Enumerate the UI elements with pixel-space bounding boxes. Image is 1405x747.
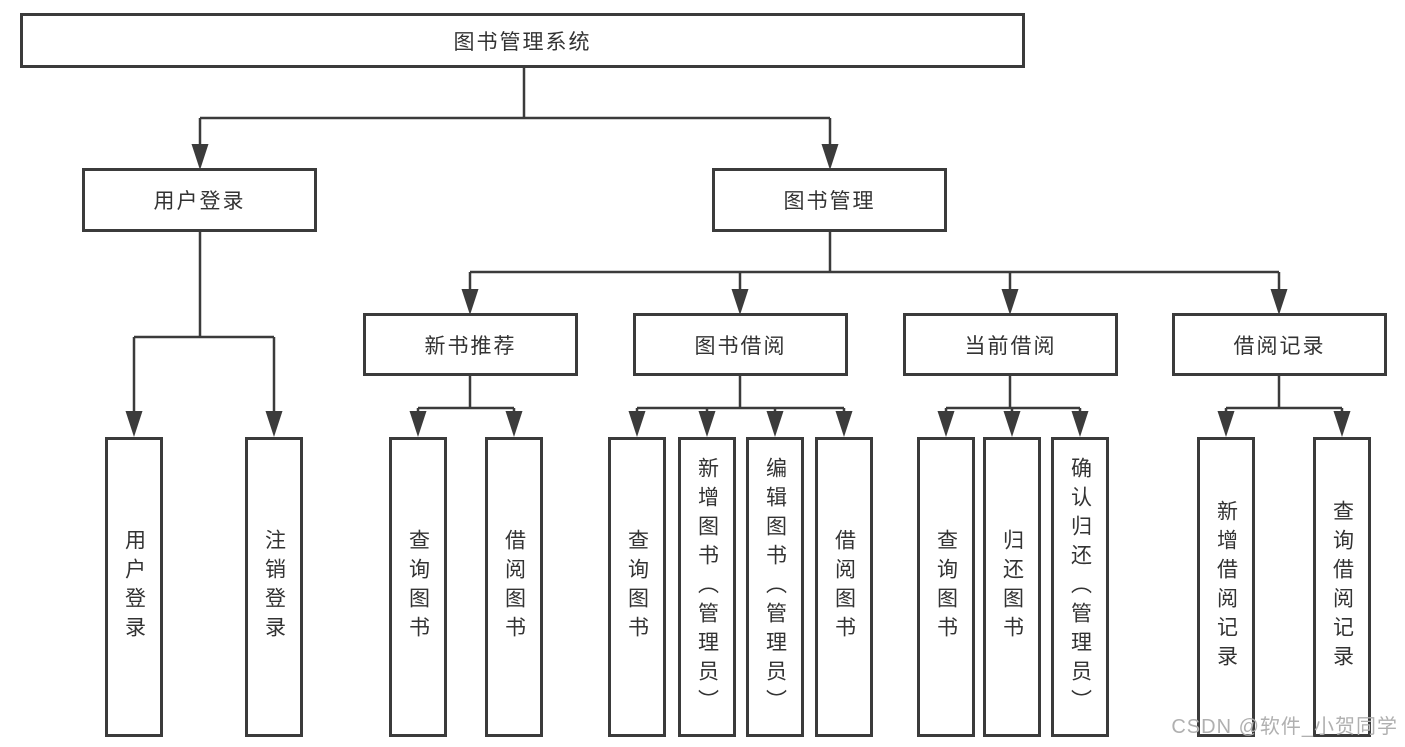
node-book-borrow: 图书借阅	[633, 313, 848, 376]
leaf-nbr-borrow-books: 借阅图书	[485, 437, 543, 737]
node-library-system: 图书管理系统	[20, 13, 1025, 68]
connector-line-group	[132, 68, 1344, 414]
node-user-login: 用户登录	[82, 168, 317, 232]
node-new-book-recommend: 新书推荐	[363, 313, 578, 376]
leaf-cb-return-books: 归还图书	[983, 437, 1041, 737]
leaf-bb-borrow-books: 借阅图书	[815, 437, 873, 737]
leaf-bb-add-books-admin-label: 新增图书（管理员）	[695, 456, 719, 718]
leaf-user-login-label: 用户登录	[122, 529, 146, 645]
leaf-br-query-record: 查询借阅记录	[1313, 437, 1371, 737]
arrowhead-icon	[1270, 289, 1288, 315]
leaf-cb-query-books-label: 查询图书	[934, 529, 958, 645]
leaf-br-add-record: 新增借阅记录	[1197, 437, 1255, 737]
leaf-cb-return-books-label: 归还图书	[1000, 529, 1024, 645]
arrowhead-icon	[1217, 411, 1235, 437]
leaf-cb-confirm-return-admin-label: 确认归还（管理员）	[1068, 456, 1092, 718]
leaf-br-query-record-label: 查询借阅记录	[1330, 500, 1354, 674]
node-book-borrow-label: 图书借阅	[694, 334, 787, 358]
arrowhead-group	[125, 144, 1351, 437]
arrowhead-icon	[1001, 289, 1019, 315]
leaf-bb-query-books-label: 查询图书	[625, 529, 649, 645]
arrowhead-icon	[505, 411, 523, 437]
node-book-management: 图书管理	[712, 168, 947, 232]
leaf-nbr-query-books: 查询图书	[389, 437, 447, 737]
leaf-nbr-borrow-books-label: 借阅图书	[502, 529, 526, 645]
arrowhead-icon	[835, 411, 853, 437]
arrowhead-icon	[1071, 411, 1089, 437]
leaf-user-login: 用户登录	[105, 437, 163, 737]
leaf-bb-borrow-books-label: 借阅图书	[832, 529, 856, 645]
leaf-cb-confirm-return-admin: 确认归还（管理员）	[1051, 437, 1109, 737]
arrowhead-icon	[731, 289, 749, 315]
arrowhead-icon	[821, 144, 839, 170]
arrowhead-icon	[1333, 411, 1351, 437]
node-new-book-recommend-label: 新书推荐	[424, 334, 517, 358]
arrowhead-icon	[265, 411, 283, 437]
node-library-system-label: 图书管理系统	[453, 30, 592, 54]
arrowhead-icon	[191, 144, 209, 170]
node-borrow-records: 借阅记录	[1172, 313, 1387, 376]
node-user-login-label: 用户登录	[153, 190, 246, 213]
arrowhead-icon	[461, 289, 479, 315]
arrowhead-icon	[125, 411, 143, 437]
leaf-logout-label: 注销登录	[262, 529, 286, 645]
node-current-borrow: 当前借阅	[903, 313, 1118, 376]
leaf-cb-query-books: 查询图书	[917, 437, 975, 737]
csdn-watermark: CSDN @软件_小贺同学	[1171, 716, 1398, 738]
arrowhead-icon	[937, 411, 955, 437]
leaf-br-add-record-label: 新增借阅记录	[1214, 500, 1238, 674]
leaf-logout: 注销登录	[245, 437, 303, 737]
arrowhead-icon	[1003, 411, 1021, 437]
leaf-bb-add-books-admin: 新增图书（管理员）	[678, 437, 736, 737]
node-borrow-records-label: 借阅记录	[1233, 334, 1326, 358]
node-book-management-label: 图书管理	[783, 190, 876, 213]
node-current-borrow-label: 当前借阅	[964, 334, 1057, 358]
leaf-bb-query-books: 查询图书	[608, 437, 666, 737]
arrowhead-icon	[409, 411, 427, 437]
leaf-bb-edit-books-admin-label: 编辑图书（管理员）	[763, 456, 787, 718]
arrowhead-icon	[698, 411, 716, 437]
arrowhead-icon	[766, 411, 784, 437]
arrowhead-icon	[628, 411, 646, 437]
leaf-bb-edit-books-admin: 编辑图书（管理员）	[746, 437, 804, 737]
leaf-nbr-query-books-label: 查询图书	[406, 529, 430, 645]
